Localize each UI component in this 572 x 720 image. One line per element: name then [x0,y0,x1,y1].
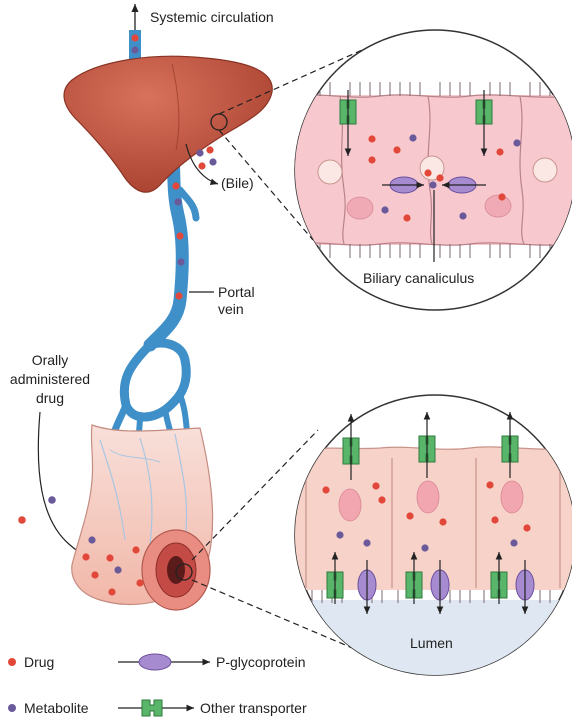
legend-metabolite-label: Metabolite [24,700,89,716]
enterocyte-particles [322,481,531,552]
legend-metabolite-swatch [8,704,16,712]
legend-pgp-label: P-glycoprotein [216,654,306,670]
biliary-canaliculus-label: Biliary canaliculus [363,270,474,286]
lumen-label: Lumen [410,635,453,651]
legend: Drug Metabolite P-glycoprotein Other tra… [8,653,307,717]
bile-particles [185,143,219,185]
basolateral-transporters [342,412,519,480]
intestine-zoom-marker [175,563,193,581]
apical-transporters [326,552,535,614]
legend-pgp-swatch [118,653,210,671]
oral-label-line3: drug [36,390,64,406]
liver [63,55,273,193]
intestine-zoom-line-top [191,429,319,561]
oral-label-line2: administered [10,371,90,387]
hepatocyte-particles [368,134,521,222]
legend-drug-swatch [8,658,16,666]
hepatocyte-inset [294,29,572,311]
hepatocyte-transporter-2 [475,90,493,156]
enterocyte-inset [294,394,572,676]
oral-drug-dot [18,516,26,524]
oral-label-line1: Orally [32,352,69,368]
portal-label-line1: Portal [218,284,255,300]
canalicular-pgp-pair [382,169,486,194]
systemic-circulation-label: Systemic circulation [150,9,274,25]
hepatocyte-transporter-1 [339,90,357,156]
liver-zoom-line-bottom [218,129,314,241]
legend-other-transporter-swatch [118,699,194,717]
oral-metabolite-dot [48,496,56,504]
bile-label: (Bile) [221,175,254,191]
legend-other-transporter-label: Other transporter [200,700,307,716]
intestine-segment [71,424,214,611]
portal-label-line2: vein [218,301,244,317]
intestine-particles [82,536,144,596]
legend-drug-label: Drug [24,654,54,670]
portal-vein-particles [172,182,185,300]
